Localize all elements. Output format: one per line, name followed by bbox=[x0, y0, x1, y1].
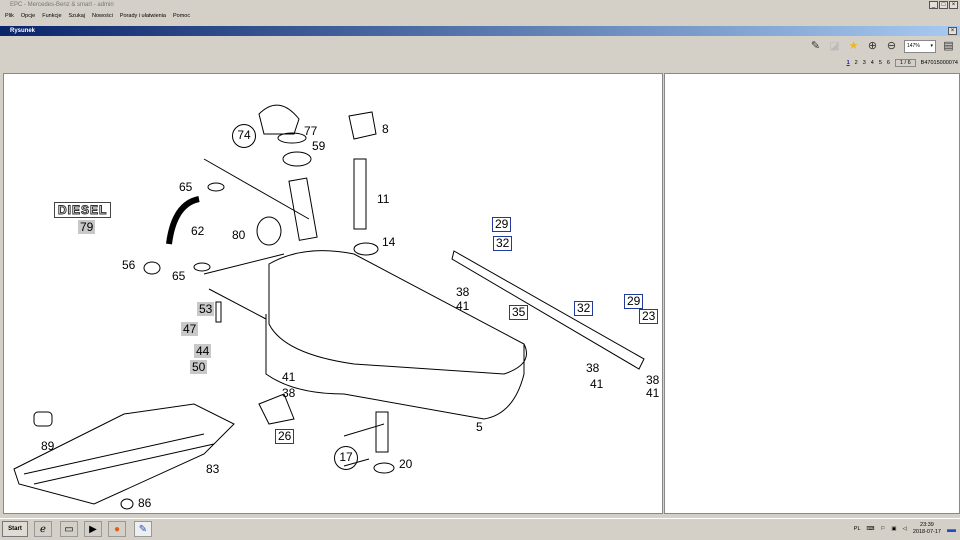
page-link-5[interactable]: 5 bbox=[878, 60, 882, 66]
diagram-drawing bbox=[13, 104, 645, 510]
callout-29[interactable]: 29 bbox=[624, 294, 644, 309]
subwindow-close-button[interactable]: × bbox=[948, 27, 957, 35]
page-indicator: 1 / 6 bbox=[894, 59, 916, 67]
details-pane bbox=[664, 73, 960, 514]
callout-86[interactable]: 86 bbox=[138, 496, 152, 510]
flag-icon[interactable]: ⚐ bbox=[880, 526, 886, 532]
callout-89[interactable]: 89 bbox=[41, 439, 55, 453]
print-icon[interactable]: ▤ bbox=[943, 39, 954, 52]
callout-53[interactable]: 53 bbox=[197, 302, 215, 316]
window-title: EPC - Mercedes-Benz & smart - admin bbox=[0, 0, 960, 11]
ie-icon[interactable]: ℯ bbox=[34, 521, 52, 537]
menu-szukaj[interactable]: Szukaj bbox=[68, 13, 86, 19]
callout-41[interactable]: 41 bbox=[282, 370, 296, 384]
callout-65[interactable]: 65 bbox=[179, 180, 193, 194]
zoom-value: 147% bbox=[907, 42, 920, 49]
taskbar bbox=[0, 518, 960, 540]
volume-icon[interactable]: ◁ bbox=[902, 526, 907, 532]
callout-74[interactable]: 74 bbox=[232, 124, 256, 148]
menu-funkcje[interactable]: Funkcje bbox=[42, 13, 62, 19]
subwindow-title: Rysunek bbox=[0, 26, 960, 36]
callout-65[interactable]: 65 bbox=[172, 269, 186, 283]
edit-icon[interactable]: ✎ bbox=[810, 39, 821, 52]
menu-bar: Plik Opcje Funkcje Szukaj Nowości Porady… bbox=[0, 11, 960, 22]
menu-pomoc[interactable]: Pomoc bbox=[173, 13, 191, 19]
callout-44[interactable]: 44 bbox=[194, 344, 212, 358]
zoom-in-icon[interactable]: ⊕ bbox=[867, 39, 878, 52]
menu-porady[interactable]: Porady i ułatwienia bbox=[119, 13, 166, 19]
menu-opcje[interactable]: Opcje bbox=[20, 13, 36, 19]
pager: 1 2 3 4 5 6 1 / 6 B47015000074 bbox=[847, 59, 958, 67]
toolbar: ✎ ◪ ★ ⊕ ⊖ 147%▾ ▤ bbox=[809, 38, 955, 54]
time: 23:39 bbox=[920, 522, 934, 528]
callout-26[interactable]: 26 bbox=[275, 429, 295, 444]
callout-80[interactable]: 80 bbox=[232, 228, 246, 242]
callout-11[interactable]: 11 bbox=[377, 192, 390, 206]
callout-77[interactable]: 77 bbox=[304, 124, 318, 138]
close-button[interactable]: × bbox=[949, 1, 958, 9]
callout-83[interactable]: 83 bbox=[206, 462, 220, 476]
callout-35[interactable]: 35 bbox=[509, 305, 529, 320]
zoom-select[interactable]: 147%▾ bbox=[904, 39, 936, 53]
keyboard-icon: ⌨ bbox=[866, 526, 875, 532]
callout-41[interactable]: 41 bbox=[456, 299, 470, 313]
callout-59[interactable]: 59 bbox=[312, 139, 326, 153]
folder-icon[interactable]: ▭ bbox=[60, 521, 78, 537]
callout-41[interactable]: 41 bbox=[590, 377, 604, 391]
drawing-id: B47015000074 bbox=[920, 60, 958, 66]
menu-nowosci[interactable]: Nowości bbox=[92, 13, 113, 19]
callout-29[interactable]: 29 bbox=[492, 217, 512, 232]
callout-79[interactable]: 79 bbox=[78, 220, 96, 234]
callout-41[interactable]: 41 bbox=[646, 386, 660, 400]
epc-icon[interactable]: ✎ bbox=[134, 521, 152, 537]
zoom-out-icon[interactable]: ⊖ bbox=[886, 39, 897, 52]
window-controls: _ □ × bbox=[929, 1, 958, 9]
show-desktop-icon[interactable]: ▬ bbox=[947, 524, 956, 534]
disabled-icon: ◪ bbox=[829, 39, 840, 52]
callout-38[interactable]: 38 bbox=[646, 373, 660, 387]
star-icon[interactable]: ★ bbox=[848, 39, 859, 52]
page-link-6[interactable]: 6 bbox=[886, 60, 890, 66]
date: 2018-07-17 bbox=[912, 529, 941, 535]
callout-17[interactable]: 17 bbox=[334, 446, 358, 470]
maximize-button[interactable]: □ bbox=[939, 1, 948, 9]
language-indicator[interactable]: PL bbox=[853, 526, 861, 532]
network-icon[interactable]: ▣ bbox=[891, 526, 897, 532]
callout-38[interactable]: 38 bbox=[586, 361, 600, 375]
callout-50[interactable]: 50 bbox=[190, 360, 208, 374]
callout-56[interactable]: 56 bbox=[122, 258, 136, 272]
page-link-4[interactable]: 4 bbox=[870, 60, 874, 66]
menu-plik[interactable]: Plik bbox=[5, 13, 14, 19]
firefox-icon[interactable]: ● bbox=[108, 521, 126, 537]
diesel-badge: DIESEL bbox=[54, 202, 112, 218]
start-button[interactable]: Start bbox=[2, 521, 28, 537]
callout-38[interactable]: 38 bbox=[456, 285, 470, 299]
page-link-1[interactable]: 1 bbox=[846, 60, 850, 66]
callout-8[interactable]: 8 bbox=[382, 122, 389, 136]
callout-32[interactable]: 32 bbox=[574, 301, 594, 316]
callout-47[interactable]: 47 bbox=[181, 322, 199, 336]
callout-5[interactable]: 5 bbox=[476, 420, 483, 434]
page-link-2[interactable]: 2 bbox=[854, 60, 858, 66]
callout-62[interactable]: 62 bbox=[191, 224, 205, 238]
callout-23[interactable]: 23 bbox=[639, 309, 659, 324]
callout-32[interactable]: 32 bbox=[493, 236, 513, 251]
callout-14[interactable]: 14 bbox=[382, 235, 396, 249]
minimize-button[interactable]: _ bbox=[929, 1, 938, 9]
page-link-3[interactable]: 3 bbox=[862, 60, 866, 66]
media-icon[interactable]: ▶ bbox=[84, 521, 102, 537]
callout-20[interactable]: 20 bbox=[399, 457, 413, 471]
callout-38[interactable]: 38 bbox=[282, 386, 296, 400]
